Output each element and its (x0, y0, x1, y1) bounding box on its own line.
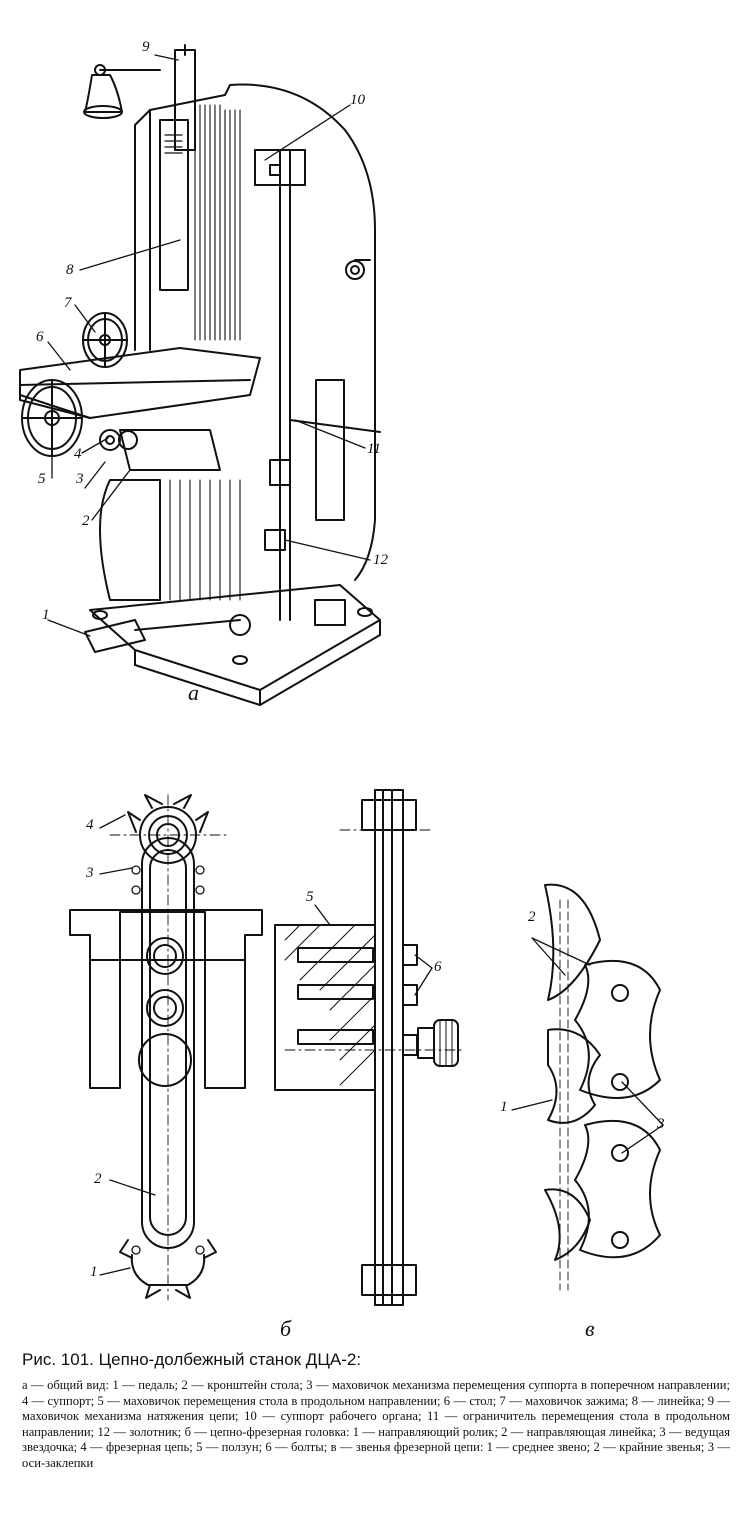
machine-general-view (19, 44, 381, 706)
chain-links-drawing (544, 883, 661, 1291)
callout-b-1: 1 (90, 1264, 98, 1280)
pedal (84, 619, 146, 653)
callout-b-5: 5 (306, 889, 314, 905)
callout-b-3: 3 (86, 865, 94, 881)
lamp-icon (83, 64, 161, 119)
sublabel-v: в (585, 1316, 595, 1341)
table-bracket (119, 429, 221, 471)
guide-roller (138, 1033, 192, 1087)
machine-table (19, 347, 261, 419)
callout-a-10: 10 (350, 92, 365, 108)
callout-v-1: 1 (500, 1099, 508, 1115)
figure-drawing (19, 44, 664, 1306)
callout-a-7: 7 (64, 295, 72, 311)
motor-housing (99, 479, 161, 601)
callout-b-6: 6 (434, 959, 442, 975)
outer-link-lower (574, 1119, 661, 1259)
callout-a-5: 5 (38, 471, 46, 487)
chain-milling-head-side (274, 789, 466, 1306)
callout-b-4: 4 (86, 817, 94, 833)
figure-caption-body: а — общий вид: 1 — педаль; 2 — кронштейн… (22, 1378, 730, 1470)
callout-a-8: 8 (66, 262, 74, 278)
callout-v-3: 3 (657, 1116, 665, 1132)
middle-link (547, 1028, 601, 1124)
callout-a-3: 3 (76, 471, 84, 487)
callout-a-11: 11 (367, 441, 381, 457)
chain-milling-head-front (69, 794, 263, 1301)
figure-caption-title: Рис. 101. Цепно-долбежный станок ДЦА-2: (22, 1350, 362, 1369)
callout-v-2: 2 (528, 909, 536, 925)
handwheel-5-icon (21, 379, 83, 457)
callout-b-2: 2 (94, 1171, 102, 1187)
handwheel-7-icon (82, 312, 128, 368)
callout-a-1: 1 (42, 607, 50, 623)
mounting-frame (69, 909, 263, 1089)
knurled-knob-icon (417, 1019, 459, 1067)
sublabel-b: б (280, 1316, 292, 1341)
callout-a-6: 6 (36, 329, 44, 345)
callout-a-12: 12 (373, 552, 388, 568)
callout-a-4: 4 (74, 446, 82, 462)
callout-a-2: 2 (82, 513, 90, 529)
machine-column (149, 83, 376, 581)
outer-link-upper (574, 959, 661, 1099)
callout-a-9: 9 (142, 39, 150, 55)
sublabel-a: а (188, 680, 199, 705)
